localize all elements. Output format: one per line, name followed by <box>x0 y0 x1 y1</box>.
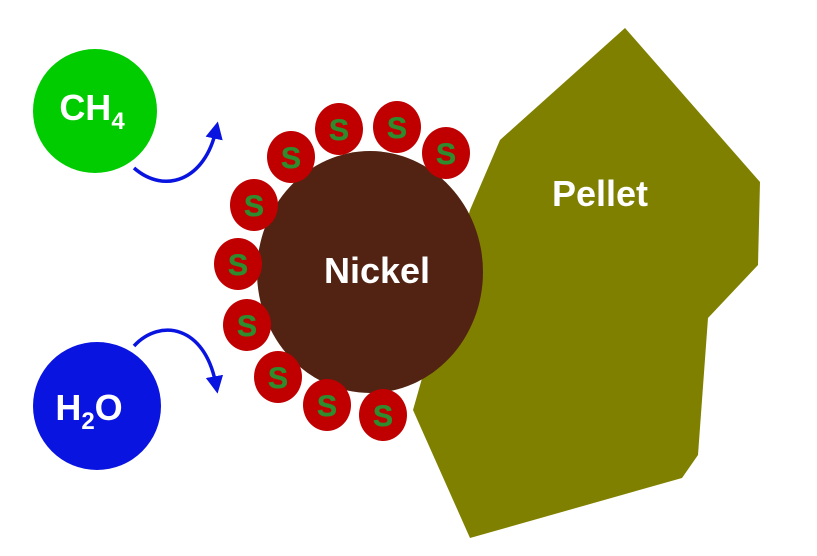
water-formula: H2O <box>55 387 122 435</box>
pellet-label: Pellet <box>552 173 648 214</box>
nickel-particle <box>257 151 483 393</box>
methane-molecule: CH4 <box>33 49 157 173</box>
sulfur-atom: S <box>422 127 470 179</box>
methane-circle <box>33 49 157 173</box>
sulfur-atom-label: S <box>373 400 393 433</box>
sulfur-atom-circle <box>254 351 302 403</box>
methane-subscript: 4 <box>111 108 125 135</box>
nickel-label: Nickel <box>324 250 430 291</box>
sulfur-atom-label: S <box>268 362 288 395</box>
sulfur-atom: S <box>230 179 278 231</box>
methane-departure-arrow <box>132 121 223 184</box>
sulfur-atom-label: S <box>317 390 337 423</box>
sulfur-atom-circle <box>223 299 271 351</box>
sulfur-atom-circle <box>373 101 421 153</box>
sulfur-atom-circle <box>315 103 363 155</box>
sulfur-atom: S <box>303 379 351 431</box>
sulfur-atom-circle <box>267 131 315 183</box>
sulfur-atom-circle <box>303 379 351 431</box>
sulfur-atom-label: S <box>228 249 248 282</box>
sulfur-atom-label: S <box>244 190 264 223</box>
sulfur-atom-circle <box>359 389 407 441</box>
methane-formula: CH4 <box>59 87 125 135</box>
water-molecule: H2O <box>33 342 161 470</box>
sulfur-atom-circle <box>214 238 262 290</box>
sulfur-atom: S <box>254 351 302 403</box>
pellet-shape <box>413 28 760 538</box>
sulfur-atom: S <box>214 238 262 290</box>
sulfur-atom: S <box>359 389 407 441</box>
sulfur-atom-label: S <box>329 114 349 147</box>
sulfur-atom: S <box>373 101 421 153</box>
sulfur-atom: S <box>267 131 315 183</box>
sulfur-atom-circle <box>422 127 470 179</box>
sulfur-atom: S <box>223 299 271 351</box>
water-approach-arrow <box>132 328 224 394</box>
sulfur-atom: S <box>315 103 363 155</box>
sulfur-atom-circle <box>230 179 278 231</box>
water-circle <box>33 342 161 470</box>
sulfur-atom-label: S <box>436 138 456 171</box>
sulfur-atom-label: S <box>387 112 407 145</box>
sulfur-atom-label: S <box>237 310 257 343</box>
sulfur-atom-label: S <box>281 142 301 175</box>
water-subscript: 2 <box>81 408 94 435</box>
